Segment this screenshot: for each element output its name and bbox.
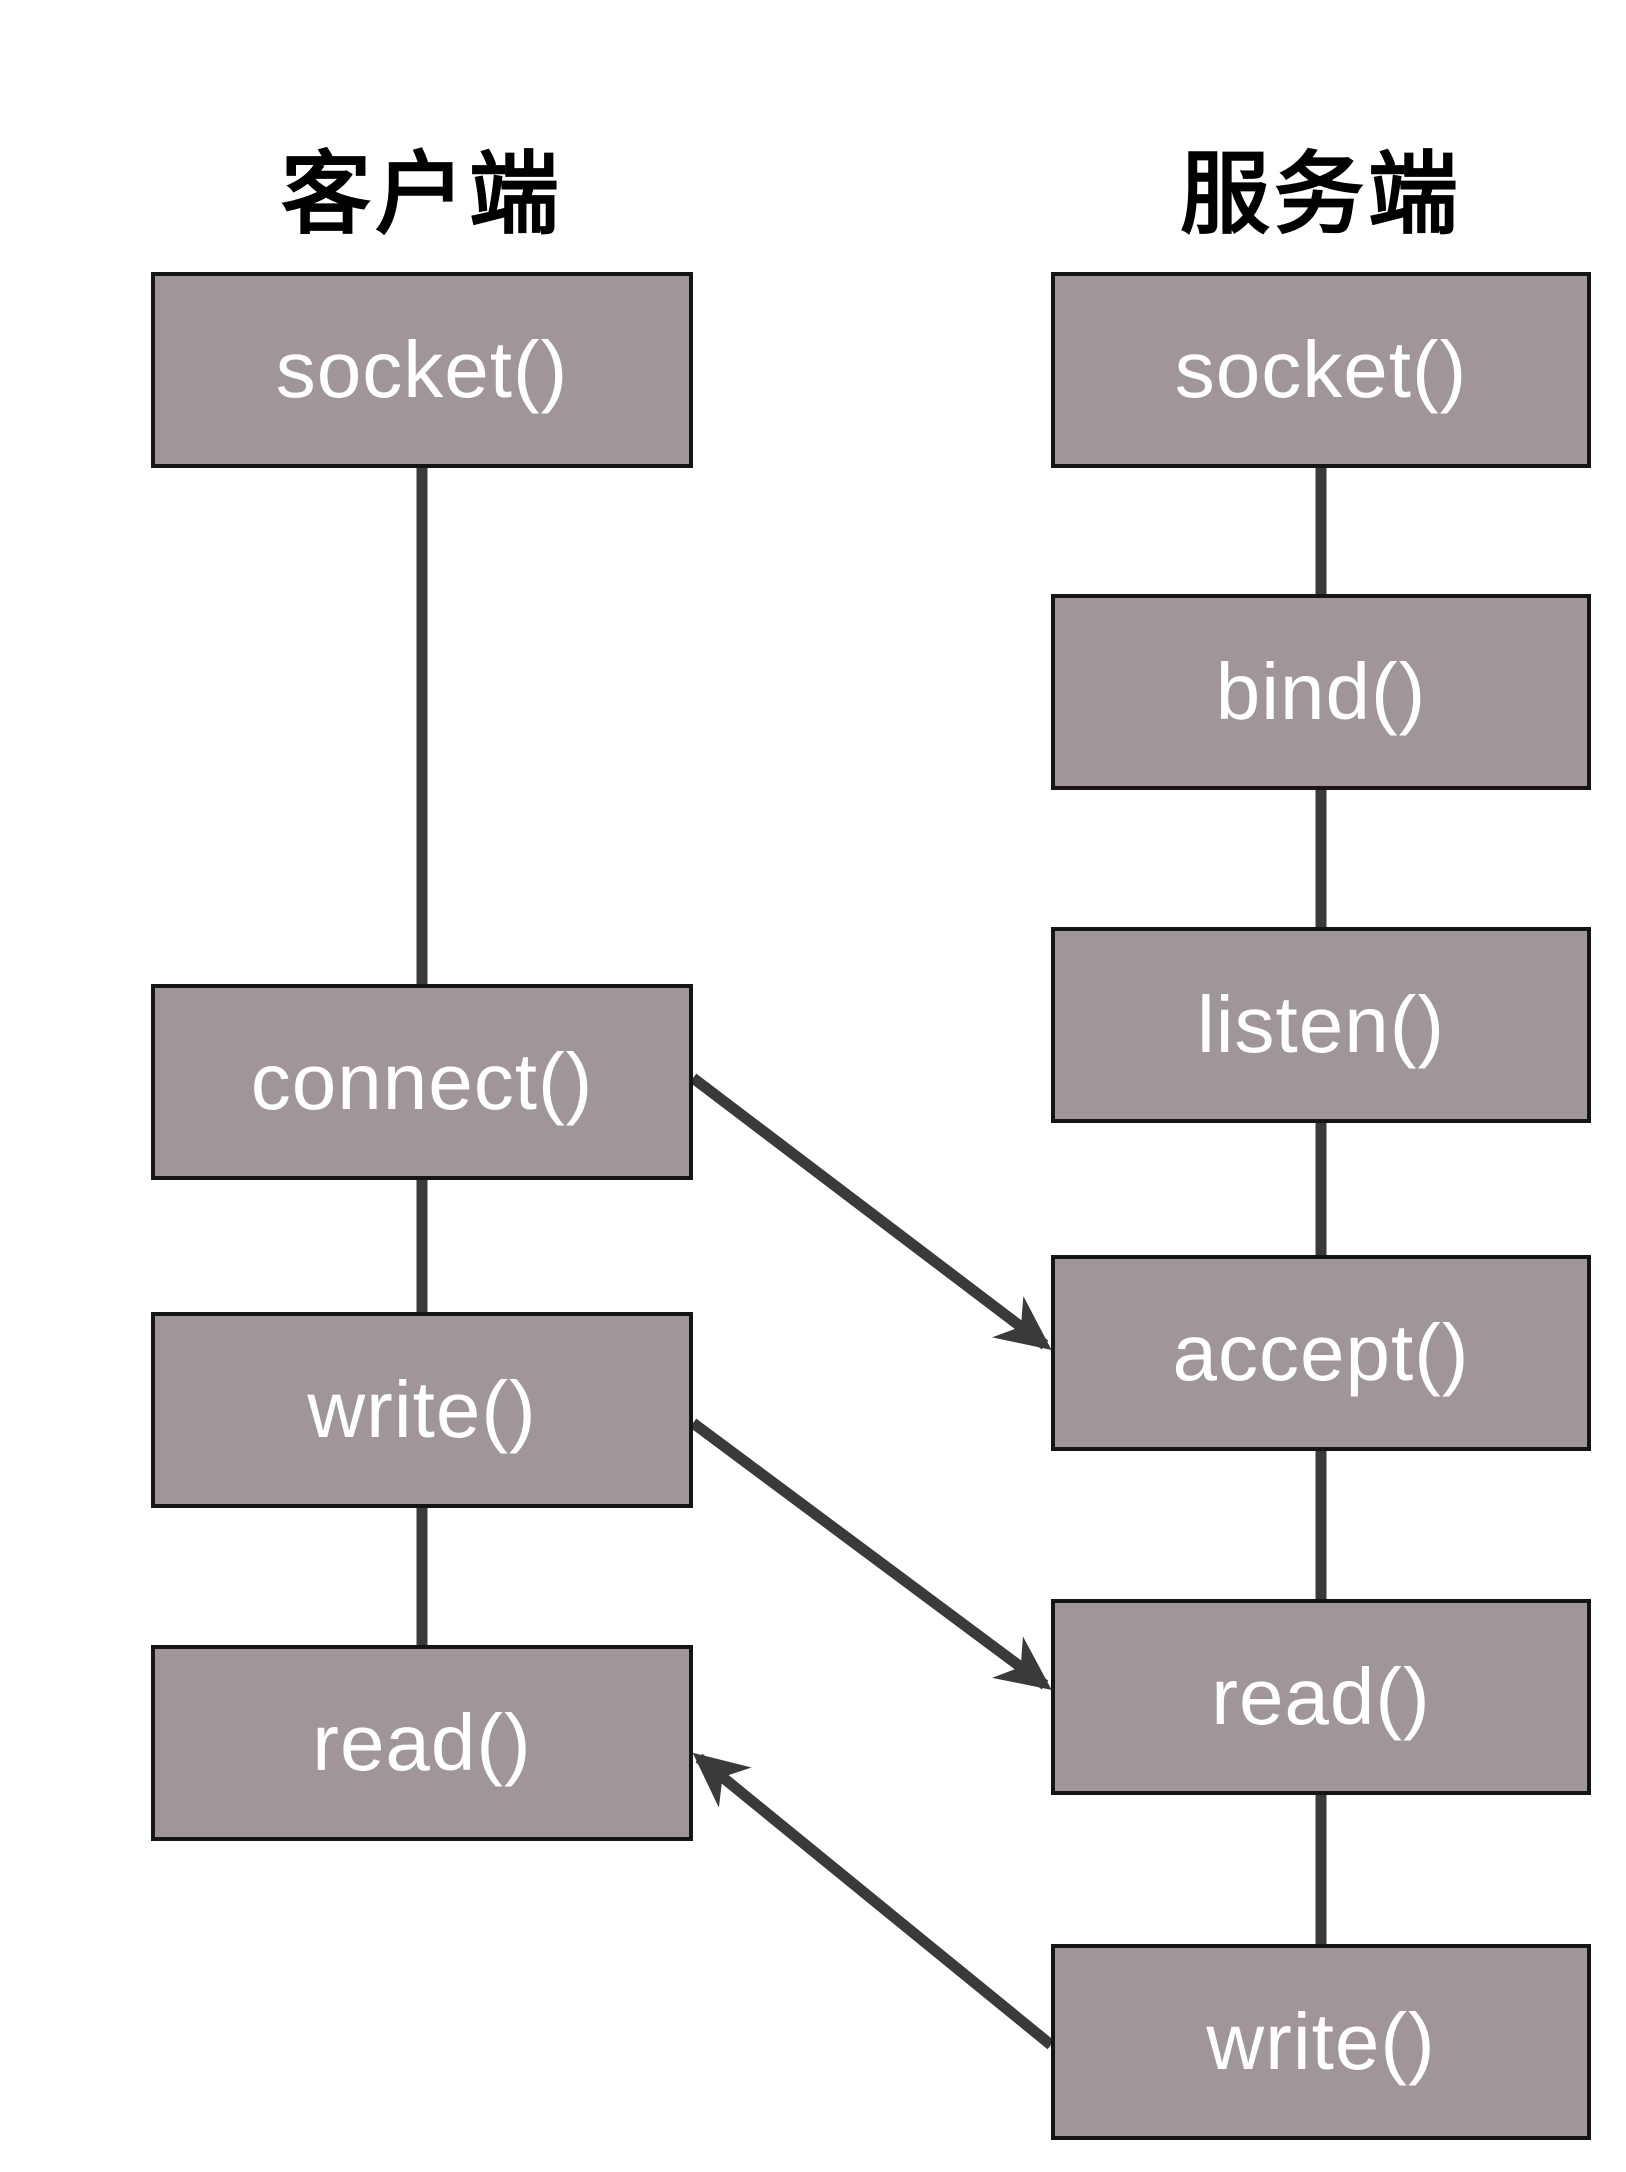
node-s-read: read() bbox=[1051, 1599, 1591, 1795]
arrow-c-write-to-s-read bbox=[689, 1418, 1052, 1690]
node-s-accept: accept() bbox=[1051, 1255, 1591, 1451]
server-column-title: 服务端 bbox=[1180, 145, 1462, 245]
node-s-listen: listen() bbox=[1051, 927, 1591, 1123]
node-c-write: write() bbox=[151, 1312, 693, 1508]
node-s-write: write() bbox=[1051, 1944, 1591, 2140]
node-s-socket: socket() bbox=[1051, 272, 1591, 468]
arrow-c-connect-to-s-accept bbox=[689, 1073, 1052, 1350]
client-column-title: 客户端 bbox=[281, 145, 563, 245]
node-c-socket: socket() bbox=[151, 272, 693, 468]
arrow-s-write-to-c-read bbox=[692, 1752, 1055, 2050]
node-s-bind: bind() bbox=[1051, 594, 1591, 790]
node-c-connect: connect() bbox=[151, 984, 693, 1180]
node-c-read: read() bbox=[151, 1645, 693, 1841]
